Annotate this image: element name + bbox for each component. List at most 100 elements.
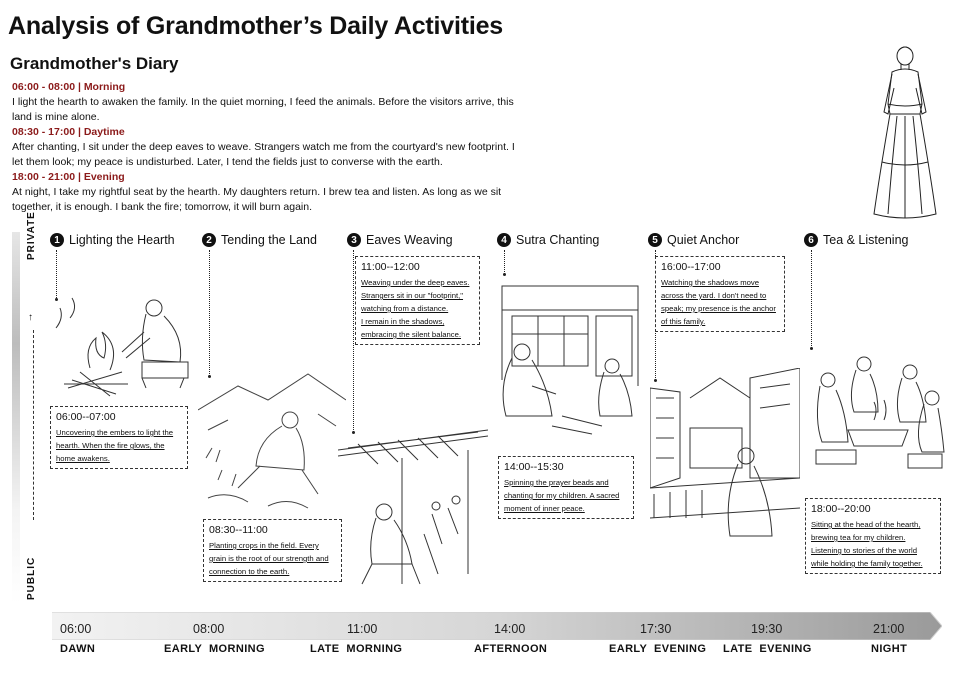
activity-4-description-line: Spinning the prayer beads and: [504, 478, 609, 487]
activity-1-callout: 06:00--07:00 Uncovering the embers to li…: [50, 406, 188, 469]
activity-3-heading: 3 Eaves Weaving: [347, 233, 453, 247]
activity-2-marker: [208, 375, 211, 378]
timeline-tick-label: 19:30: [751, 622, 783, 636]
hearth-lighting-illustration: [55, 297, 189, 397]
diary-text-morning: I light the hearth to awaken the family.…: [12, 96, 514, 123]
period-label: EARLY MORNING: [164, 643, 265, 655]
activity-4-description-line: chanting for my children. A sacred: [504, 491, 620, 500]
activity-5-description-line: Watching the shadows move: [661, 278, 759, 287]
activity-3-description-line: Weaving under the deep eaves.: [361, 278, 470, 287]
sutra-chanting-illustration: [501, 285, 639, 435]
activity-2-description-line: connection to the earth.: [209, 567, 290, 576]
public-label: PUBLIC: [26, 556, 37, 600]
eaves-weaving-illustration: [338, 429, 488, 585]
activity-number-badge: 4: [497, 233, 511, 247]
activity-number-badge: 5: [648, 233, 662, 247]
period-label: LATE EVENING: [723, 643, 812, 655]
tea-listening-illustration: [815, 356, 945, 469]
diary-text: 06:00 - 08:00 | Morning I light the hear…: [12, 80, 522, 215]
activity-2-name: Tending the Land: [221, 233, 317, 247]
activity-number-badge: 3: [347, 233, 361, 247]
activity-1-heading: 1 Lighting the Hearth: [50, 233, 175, 247]
activity-1-leader-line: [56, 250, 57, 298]
activity-1-name: Lighting the Hearth: [69, 233, 175, 247]
activity-4-heading: 4 Sutra Chanting: [497, 233, 599, 247]
activity-number-badge: 1: [50, 233, 64, 247]
activity-2-leader-line: [209, 250, 210, 376]
page-title: Analysis of Grandmother’s Daily Activiti…: [8, 12, 503, 40]
timeline-tick-label: 08:00: [193, 622, 225, 636]
period-label: LATE MORNING: [310, 643, 403, 655]
activity-3-time: 11:00--12:00: [361, 261, 420, 273]
activity-number-badge: 6: [804, 233, 818, 247]
activity-4-description-line: moment of inner peace.: [504, 504, 585, 513]
activity-1-description-line: hearth. When the fire glows, the: [56, 441, 165, 450]
grandmother-figure-illustration: [873, 46, 937, 219]
timeline-tick-label: 06:00: [60, 622, 92, 636]
activity-5-heading: 5 Quiet Anchor: [648, 233, 739, 247]
activity-6-leader-line: [811, 250, 812, 348]
timeline-tick-label: 17:30: [640, 622, 672, 636]
activity-4-callout: 14:00--15:30 Spinning the prayer beads a…: [498, 456, 634, 519]
activity-6-description-line: brewing tea for my children.: [811, 533, 906, 542]
activity-6-heading: 6 Tea & Listening: [804, 233, 908, 247]
activity-6-description-line: Sitting at the head of the hearth,: [811, 520, 921, 529]
activity-2-time: 08:30--11:00: [209, 524, 268, 536]
diary-text-daytime: After chanting, I sit under the deep eav…: [12, 141, 515, 168]
period-label: AFTERNOON: [474, 643, 548, 655]
activity-5-marker: [654, 379, 657, 382]
activity-6-marker: [810, 347, 813, 350]
diary-heading-evening: 18:00 - 21:00 | Evening: [12, 171, 125, 183]
activity-2-description-line: Planting crops in the field. Every: [209, 541, 319, 550]
diary-heading-morning: 06:00 - 08:00 | Morning: [12, 81, 126, 93]
private-label: PRIVATE: [26, 211, 37, 260]
privacy-gradient-bar: [12, 232, 20, 604]
timeline-arrow: [52, 612, 942, 640]
activity-3-description-line: watching from a distance.: [361, 304, 449, 313]
activity-3-name: Eaves Weaving: [366, 233, 453, 247]
activity-4-leader-line: [504, 250, 505, 274]
activity-2-description-line: grain is the root of our strength and: [209, 554, 329, 563]
activity-3-description-line: I remain in the shadows,: [361, 317, 445, 326]
diary-text-evening: At night, I take my rightful seat by the…: [12, 186, 502, 213]
activity-3-description-line: Strangers sit in our "footprint,": [361, 291, 464, 300]
timeline-tick-label: 21:00: [873, 622, 905, 636]
activity-6-description-line: Listening to stories of the world: [811, 546, 917, 555]
activity-2-description: Planting crops in the field. Every grain…: [209, 539, 336, 578]
axis-arrow-icon: ↑: [28, 312, 33, 323]
activity-1-description-line: Uncovering the embers to light the: [56, 428, 174, 437]
timeline-tick-label: 11:00: [347, 622, 378, 636]
period-label: EARLY EVENING: [609, 643, 707, 655]
activity-5-callout: 16:00--17:00 Watching the shadows move a…: [655, 256, 785, 332]
diary-heading-daytime: 08:30 - 17:00 | Daytime: [12, 126, 125, 138]
activity-number-badge: 2: [202, 233, 216, 247]
activity-3-description-line: embracing the silent balance.: [361, 330, 461, 339]
activity-3-leader-line: [353, 250, 354, 432]
activity-5-time: 16:00--17:00: [661, 261, 721, 273]
activity-6-name: Tea & Listening: [823, 233, 909, 247]
timeline-tick-label: 14:00: [494, 622, 526, 636]
activity-2-heading: 2 Tending the Land: [202, 233, 317, 247]
period-label: NIGHT: [871, 643, 908, 655]
activity-3-description: Weaving under the deep eaves. Strangers …: [361, 276, 474, 341]
activity-4-name: Sutra Chanting: [516, 233, 600, 247]
activity-4-marker: [503, 273, 506, 276]
activity-4-description: Spinning the prayer beads and chanting f…: [504, 476, 628, 515]
period-label: DAWN: [60, 643, 96, 655]
activity-5-name: Quiet Anchor: [667, 233, 740, 247]
activity-1-description-line: home awakens.: [56, 454, 110, 463]
activity-5-description-line: speak; my presence is the anchor: [661, 304, 776, 313]
activity-6-time: 18:00--20:00: [811, 503, 871, 515]
activity-5-description-line: across the yard. I don't need to: [661, 291, 767, 300]
activity-3-marker: [352, 431, 355, 434]
diary-title: Grandmother's Diary: [10, 54, 179, 73]
activity-3-callout: 11:00--12:00 Weaving under the deep eave…: [355, 256, 480, 345]
field-tending-illustration: [198, 373, 346, 509]
quiet-anchor-illustration: [650, 368, 800, 537]
activity-6-description: Sitting at the head of the hearth, brewi…: [811, 518, 935, 570]
activity-6-callout: 18:00--20:00 Sitting at the head of the …: [805, 498, 941, 574]
activity-4-time: 14:00--15:30: [504, 461, 564, 473]
privacy-axis-line: [33, 330, 34, 520]
activity-5-description: Watching the shadows move across the yar…: [661, 276, 779, 328]
activity-1-marker: [55, 298, 58, 301]
